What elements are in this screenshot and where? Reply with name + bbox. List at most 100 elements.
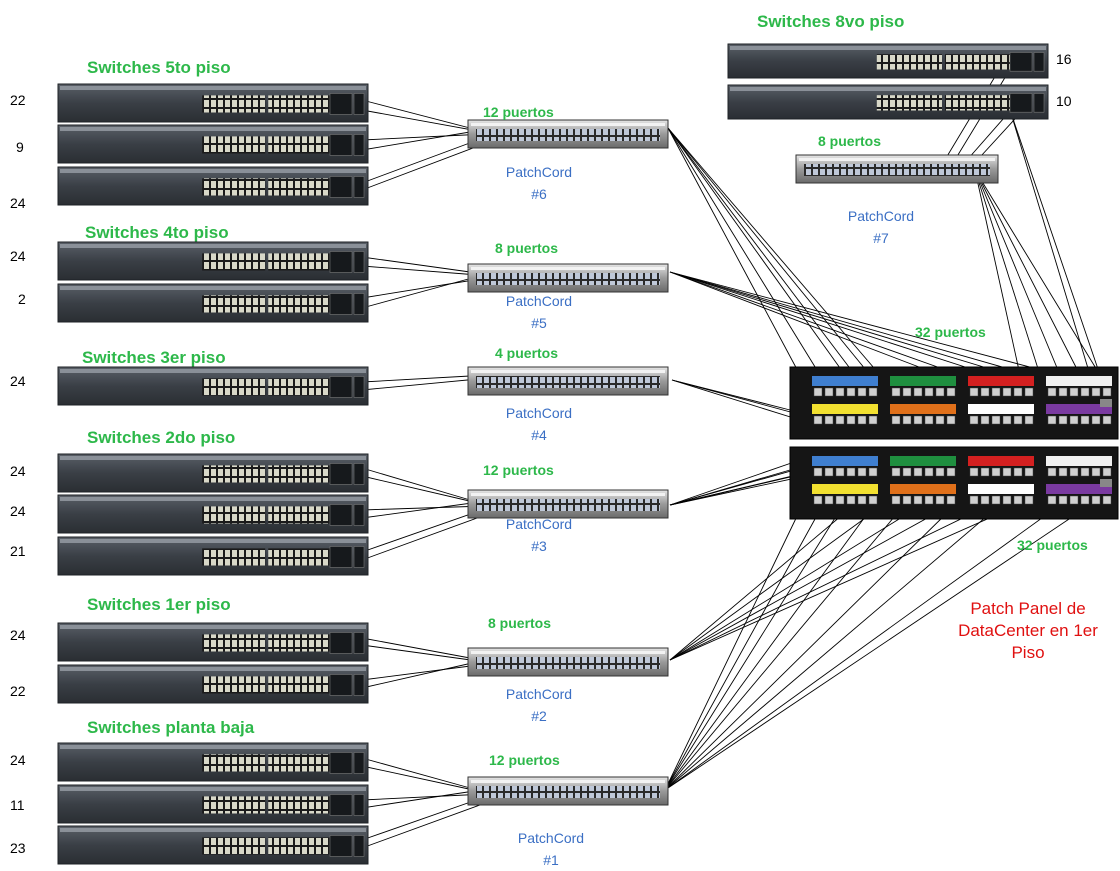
cable	[671, 379, 791, 411]
switch-count: 24	[10, 752, 26, 768]
network-switch	[57, 622, 369, 662]
patchcord-ports-label: 12 puertos	[483, 104, 554, 120]
cable	[669, 271, 991, 376]
switch-count: 24	[10, 373, 26, 389]
switch-group-label-1er: Switches 1er piso	[87, 595, 231, 614]
cable	[671, 379, 801, 421]
network-switch	[57, 366, 369, 406]
patchcord-label-5: PatchCord #5	[484, 290, 594, 334]
cable	[664, 509, 821, 791]
datacenter-patch-panel	[789, 446, 1119, 520]
cable	[669, 499, 891, 661]
network-switch	[57, 494, 369, 534]
cable	[1009, 109, 1091, 376]
network-switch	[57, 664, 369, 704]
patchcord-name: PatchCord	[505, 164, 573, 180]
patchcord-name: PatchCord	[505, 686, 573, 702]
switch-count: 21	[10, 543, 26, 559]
switch-count: 24	[10, 195, 26, 211]
cable	[361, 644, 479, 662]
patchcord-number: #5	[531, 315, 547, 331]
patch-panel	[795, 154, 999, 184]
cable	[361, 637, 471, 659]
network-switch	[57, 83, 369, 123]
switch-group-label-3er: Switches 3er piso	[82, 348, 226, 367]
switch-count: 24	[10, 463, 26, 479]
patch-panel	[467, 119, 669, 149]
switch-group-label-8vo: Switches 8vo piso	[757, 12, 905, 31]
patchcord-name: PatchCord	[505, 405, 573, 421]
cable	[361, 757, 471, 789]
switch-group-label-2do: Switches 2do piso	[87, 428, 236, 447]
datacenter-title-line: Patch Panel de	[970, 599, 1086, 618]
patchcord-label-6: PatchCord #6	[484, 161, 594, 205]
patchcord-ports-label: 12 puertos	[483, 462, 554, 478]
cable	[669, 271, 1011, 376]
patch-panel	[467, 263, 669, 293]
patchcord-label-4: PatchCord #4	[484, 402, 594, 446]
switch-count: 2	[18, 291, 26, 307]
datacenter-patch-panel	[789, 366, 1119, 440]
cable	[664, 509, 841, 791]
patchcord-ports-label: 12 puertos	[489, 752, 560, 768]
cable	[361, 265, 479, 276]
switch-group-label-4to: Switches 4to piso	[85, 223, 229, 242]
cable	[664, 509, 901, 791]
network-switch	[57, 825, 369, 865]
switch-count: 9	[16, 139, 24, 155]
cable	[669, 499, 961, 661]
patchcord-number: #6	[531, 186, 547, 202]
cable	[667, 127, 856, 376]
switch-count: 10	[1056, 93, 1072, 109]
patchcord-number: #1	[543, 852, 559, 868]
switch-count: 16	[1056, 51, 1072, 67]
cable	[667, 127, 846, 376]
patchcord-label-2: PatchCord #2	[484, 683, 594, 727]
cable	[667, 127, 871, 376]
cable	[361, 765, 479, 792]
patchcord-name: PatchCord	[517, 830, 585, 846]
switch-count: 24	[10, 627, 26, 643]
datacenter-title-line: DataCenter en 1er	[958, 621, 1098, 640]
cable	[361, 277, 487, 299]
patch-panel	[467, 776, 669, 806]
cable	[1009, 109, 1101, 376]
cable	[361, 378, 479, 391]
cable	[361, 133, 487, 141]
patch-panel	[467, 647, 669, 677]
cable	[664, 509, 801, 791]
cable	[664, 504, 1061, 791]
cable	[361, 475, 479, 504]
cable	[361, 467, 471, 501]
network-switch	[57, 784, 369, 824]
switch-group-label-5to: Switches 5to piso	[87, 58, 231, 77]
cable	[664, 504, 1001, 791]
cable	[974, 169, 1061, 376]
datacenter-top-ports: 32 puertos	[915, 324, 986, 340]
patchcord-name: PatchCord	[847, 208, 915, 224]
cable	[664, 509, 951, 791]
patchcord-number: #4	[531, 427, 547, 443]
switch-count: 11	[10, 797, 25, 813]
patchcord-number: #3	[531, 538, 547, 554]
patchcord-number: #2	[531, 708, 547, 724]
patch-panel	[467, 489, 669, 519]
cable	[974, 169, 1081, 376]
patchcord-ports-label: 4 puertos	[495, 345, 559, 361]
datacenter-bottom-ports: 32 puertos	[1017, 537, 1088, 553]
patchcord-ports-label: 8 puertos	[488, 615, 552, 631]
cable	[361, 109, 479, 132]
patchcord-label-3: PatchCord#3	[484, 513, 594, 557]
cable	[667, 127, 801, 376]
cable	[667, 127, 821, 376]
patchcord-name: PatchCord	[505, 293, 573, 309]
network-switch	[727, 84, 1049, 120]
patchcord-ports-label: 8 puertos	[495, 240, 559, 256]
datacenter-title: Patch Panel de DataCenter en 1er Piso	[943, 598, 1113, 664]
cable	[974, 169, 1101, 376]
cable	[669, 499, 1001, 661]
patchcord-ports-label: 8 puertos	[818, 133, 882, 149]
switch-count: 22	[10, 92, 26, 108]
cable	[361, 375, 471, 383]
